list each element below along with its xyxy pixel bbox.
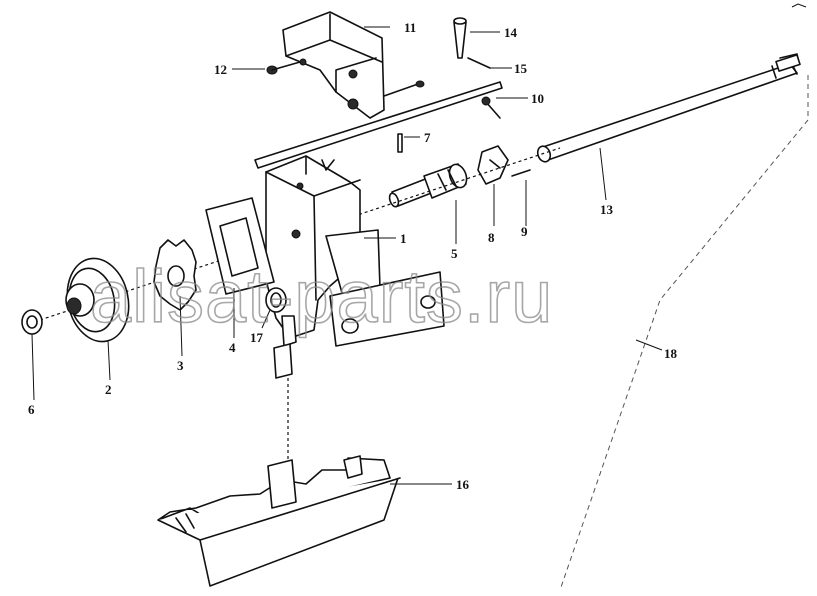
callout-13: 13 xyxy=(600,202,614,217)
callout-1: 1 xyxy=(400,231,407,246)
part-18-frame-edge xyxy=(559,75,809,591)
part-11-screw xyxy=(383,80,425,97)
part-7-pin xyxy=(397,133,403,153)
chain xyxy=(273,315,297,466)
part-12-bolt xyxy=(266,61,301,75)
callout-labels: 11 12 14 15 10 7 1 13 5 8 9 3 4 17 2 6 1… xyxy=(28,20,678,492)
part-4-plate xyxy=(205,197,275,295)
part-3-sprocket xyxy=(153,239,197,311)
part-2-pulley xyxy=(65,257,130,343)
callout-6: 6 xyxy=(28,402,35,417)
watermark: alisat-parts.ru xyxy=(90,255,553,338)
callout-2: 2 xyxy=(105,382,112,397)
part-9-pin xyxy=(511,169,531,177)
callout-18: 18 xyxy=(664,346,678,361)
part-13-shaft xyxy=(536,53,801,163)
part-8-clamp xyxy=(477,145,509,185)
callout-3: 3 xyxy=(177,358,184,373)
callout-16: 16 xyxy=(456,477,470,492)
callout-5: 5 xyxy=(451,246,458,261)
long-plate xyxy=(254,81,503,169)
part-15-cotter xyxy=(467,57,491,69)
callout-9: 9 xyxy=(521,224,528,239)
callout-10: 10 xyxy=(531,91,544,106)
callout-8: 8 xyxy=(488,230,495,245)
callout-12: 12 xyxy=(214,62,227,77)
part-6-washer xyxy=(21,309,43,335)
part-10-bolt xyxy=(481,96,501,119)
callout-14: 14 xyxy=(504,25,518,40)
callout-11: 11 xyxy=(404,20,416,35)
part-11-top-bracket xyxy=(282,11,385,119)
part-1-housing xyxy=(265,155,445,347)
callout-17: 17 xyxy=(250,330,264,345)
part-17-link xyxy=(265,287,287,313)
part-14-pin xyxy=(453,17,467,59)
corner-mark xyxy=(791,3,807,8)
callout-7: 7 xyxy=(424,130,431,145)
callout-4: 4 xyxy=(229,340,236,355)
part-16-drawbar xyxy=(157,455,401,587)
callout-15: 15 xyxy=(514,61,528,76)
leader-lines xyxy=(31,26,663,485)
